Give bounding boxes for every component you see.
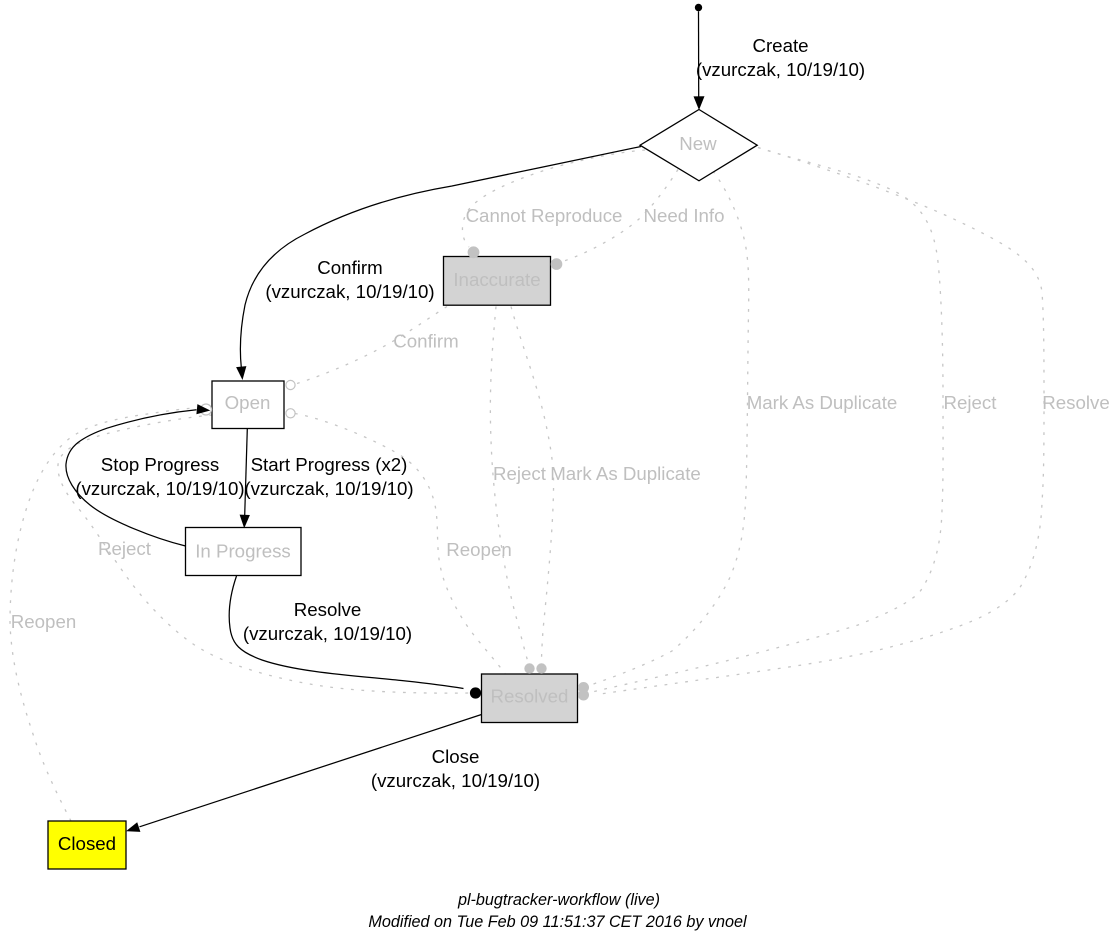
svg-text:(vzurczak, 10/19/10): (vzurczak, 10/19/10) bbox=[696, 59, 865, 80]
svg-text:In Progress: In Progress bbox=[195, 541, 291, 562]
svg-text:Resolve: Resolve bbox=[294, 599, 362, 620]
svg-text:Close: Close bbox=[432, 746, 480, 767]
svg-text:Closed: Closed bbox=[58, 833, 116, 854]
svg-text:(vzurczak, 10/19/10): (vzurczak, 10/19/10) bbox=[75, 478, 244, 499]
svg-text:Inaccurate: Inaccurate bbox=[453, 269, 540, 290]
svg-text:Start Progress (x2): Start Progress (x2) bbox=[251, 454, 408, 475]
svg-text:Cannot Reproduce: Cannot Reproduce bbox=[466, 205, 623, 226]
svg-text:pl-bugtracker-workflow (live): pl-bugtracker-workflow (live) bbox=[457, 891, 660, 909]
svg-text:(vzurczak, 10/19/10): (vzurczak, 10/19/10) bbox=[265, 281, 434, 302]
svg-text:Modified on Tue Feb 09 11:51:3: Modified on Tue Feb 09 11:51:37 CET 2016… bbox=[368, 913, 747, 931]
svg-text:Reject: Reject bbox=[98, 538, 152, 559]
svg-text:New: New bbox=[679, 133, 717, 154]
svg-text:Stop Progress: Stop Progress bbox=[101, 454, 219, 475]
svg-text:Need Info: Need Info bbox=[643, 205, 724, 226]
svg-text:Resolved: Resolved bbox=[491, 686, 569, 707]
svg-text:Create: Create bbox=[752, 35, 808, 56]
svg-text:(vzurczak, 10/19/10): (vzurczak, 10/19/10) bbox=[243, 623, 412, 644]
svg-text:Confirm: Confirm bbox=[393, 331, 458, 352]
svg-text:(vzurczak, 10/19/10): (vzurczak, 10/19/10) bbox=[371, 770, 540, 791]
svg-text:Reject: Reject bbox=[493, 463, 547, 484]
svg-text:Resolve: Resolve bbox=[1042, 392, 1110, 413]
svg-text:Reopen: Reopen bbox=[446, 539, 511, 560]
svg-text:Open: Open bbox=[225, 392, 271, 413]
svg-text:Reject: Reject bbox=[944, 392, 998, 413]
svg-text:Mark As Duplicate: Mark As Duplicate bbox=[550, 463, 701, 484]
svg-text:Reopen: Reopen bbox=[11, 611, 76, 632]
svg-text:Confirm: Confirm bbox=[317, 257, 382, 278]
svg-text:(vzurczak, 10/19/10): (vzurczak, 10/19/10) bbox=[244, 478, 413, 499]
svg-text:Mark As Duplicate: Mark As Duplicate bbox=[747, 392, 898, 413]
